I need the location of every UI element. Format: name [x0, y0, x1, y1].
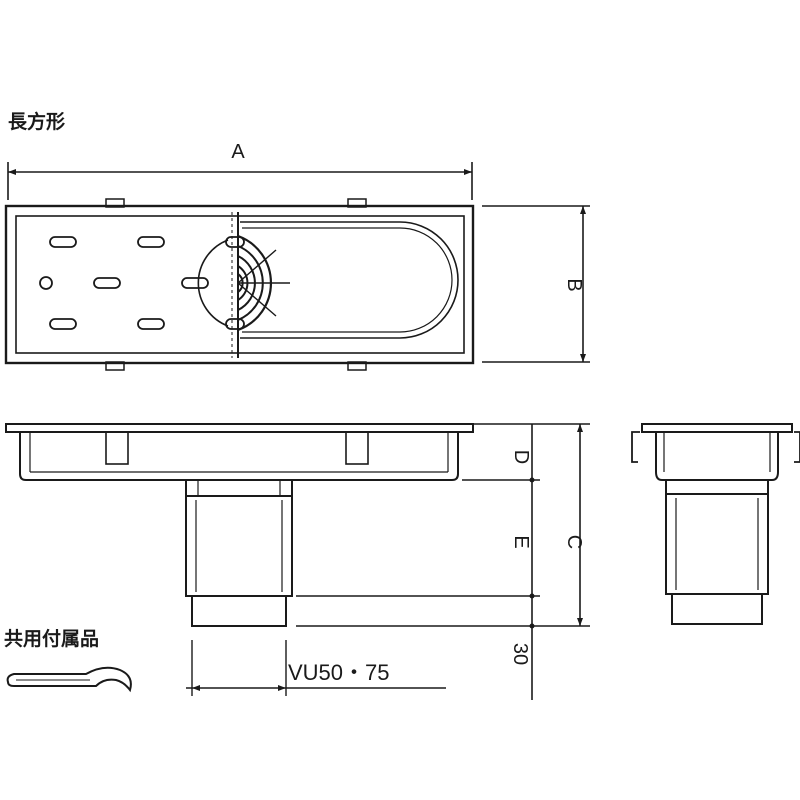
perforation-slots [39, 236, 245, 330]
dimension-b [482, 205, 590, 363]
dimension-label-b: B [563, 278, 585, 291]
drain-grating-icon [197, 234, 290, 332]
plan-view [4, 198, 475, 371]
dimension-label-30: 30 [509, 643, 531, 665]
end-elevation [631, 423, 800, 625]
side-elevation [5, 423, 474, 627]
dimension-pipe [186, 640, 446, 696]
accessory-label: 共用付属品 [4, 627, 99, 650]
dimension-label-d: D [510, 450, 532, 464]
dimension-label-c: C [563, 535, 585, 549]
dimension-vertical-set [296, 423, 590, 700]
dimension-label-e: E [510, 535, 532, 548]
title-rectangular: 長方形 [8, 110, 65, 133]
dimension-label-a: A [231, 141, 245, 163]
dimension-a [7, 162, 473, 200]
accessory-key-icon [6, 666, 132, 693]
pipe-spec-label: VU50・75 [288, 660, 390, 685]
